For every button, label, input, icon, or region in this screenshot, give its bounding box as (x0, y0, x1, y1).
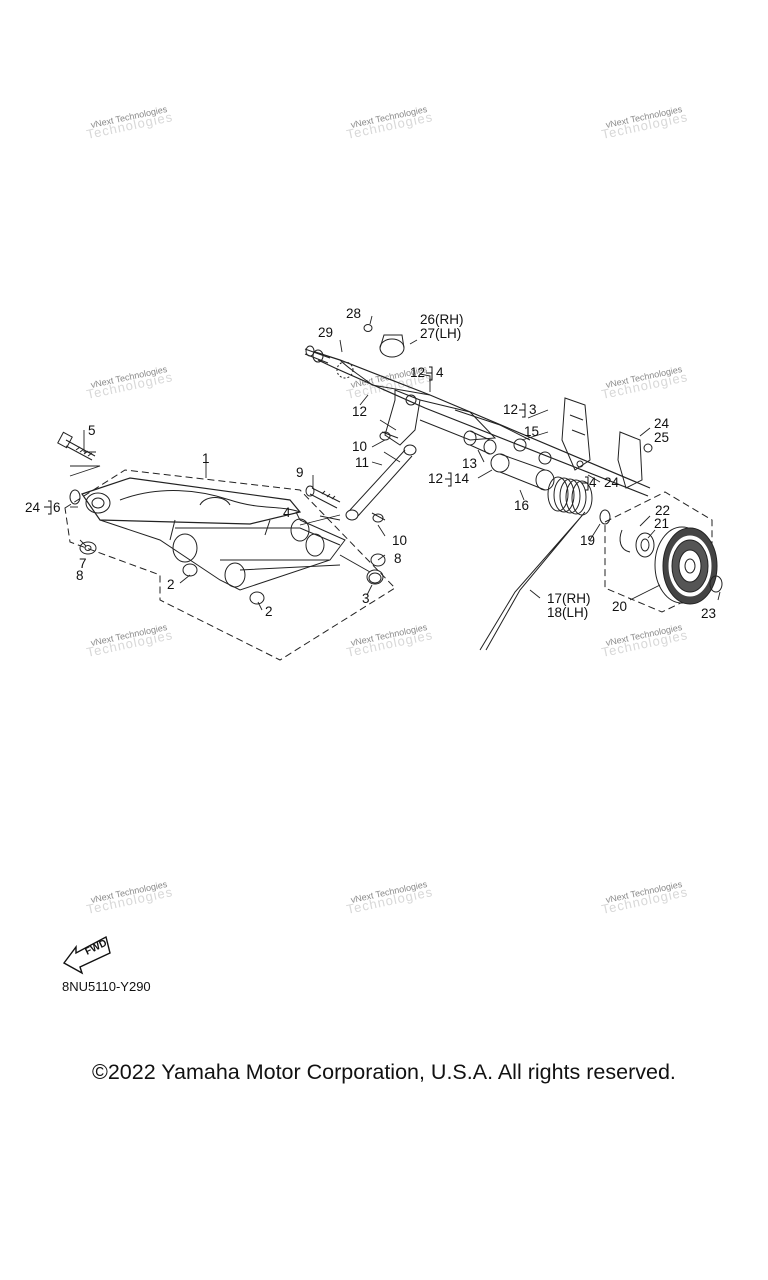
callout-17: 17(RH) (547, 591, 591, 606)
bolt (57, 431, 96, 461)
bearing (635, 532, 655, 558)
arm-group-boundary (64, 469, 396, 661)
o-ring (363, 324, 373, 332)
callout-15: 15 (524, 424, 539, 439)
callout-12: 12 (410, 365, 425, 380)
callout-26: 26(RH) (420, 312, 464, 327)
callout-18: 18(LH) (547, 605, 588, 620)
callout-10: 10 (352, 439, 367, 454)
collar (69, 489, 81, 505)
box-ref-6: 6 (53, 500, 61, 515)
callout-2: 2 (265, 604, 273, 619)
box-ref-3: 3 (529, 402, 537, 417)
box-ref-4: 4 (436, 365, 444, 380)
callout-10: 10 (392, 533, 407, 548)
callout-7: 7 (79, 556, 87, 571)
bushing (182, 563, 198, 577)
callout-12: 12 (428, 471, 443, 486)
callout-11: 11 (355, 455, 369, 470)
circlip (619, 529, 631, 553)
leader-lines (69, 315, 721, 611)
nut (79, 541, 97, 555)
idler-wheel (654, 526, 718, 605)
collar (513, 438, 527, 452)
snap-ring (709, 575, 723, 593)
callout-24: 24 (604, 475, 620, 490)
cap (379, 338, 405, 358)
callout-24: 24 (25, 500, 41, 515)
fwd-arrow-icon: FWD (62, 935, 111, 975)
callout-28: 28 (346, 306, 361, 321)
diagram-code: 8NU5110-Y290 (62, 979, 151, 994)
link-rod (345, 431, 417, 523)
callout-1: 1 (202, 451, 210, 466)
callout-5: 5 (88, 423, 96, 438)
callout-29: 29 (318, 325, 333, 340)
torsion-spring (479, 476, 593, 651)
collar (538, 451, 552, 465)
box-ref-4: 4 (589, 475, 597, 490)
bushing (249, 591, 265, 605)
mounting-bracket (561, 397, 653, 489)
callout-24: 24 (654, 416, 670, 431)
callout-12: 12 (503, 402, 518, 417)
callout-4: 4 (283, 505, 291, 520)
callout-2: 2 (167, 577, 175, 592)
callout-3: 3 (362, 591, 370, 606)
callout-20: 20 (612, 599, 627, 614)
callout-25: 25 (654, 430, 669, 445)
callout-22: 22 (655, 503, 670, 518)
callout-8: 8 (394, 551, 402, 566)
fitting (336, 361, 354, 379)
front-arm-assembly (81, 477, 384, 591)
callout-21: 21 (654, 516, 669, 531)
callout-16: 16 (514, 498, 529, 513)
nut (368, 572, 382, 584)
copyright-notice: ©2022 Yamaha Motor Corporation, U.S.A. A… (92, 1060, 676, 1084)
callout-19: 19 (580, 533, 595, 548)
callout-12: 12 (352, 404, 367, 419)
callout-23: 23 (701, 606, 716, 621)
nut (370, 553, 386, 567)
callout-27: 27(LH) (420, 326, 461, 341)
box-ref-14: 14 (454, 471, 470, 486)
callout-9: 9 (296, 465, 304, 480)
callout-8: 8 (76, 568, 84, 583)
bolt (305, 485, 341, 509)
callout-13: 13 (462, 456, 477, 471)
rear-arm-shaft (312, 349, 651, 497)
washer (599, 509, 611, 525)
